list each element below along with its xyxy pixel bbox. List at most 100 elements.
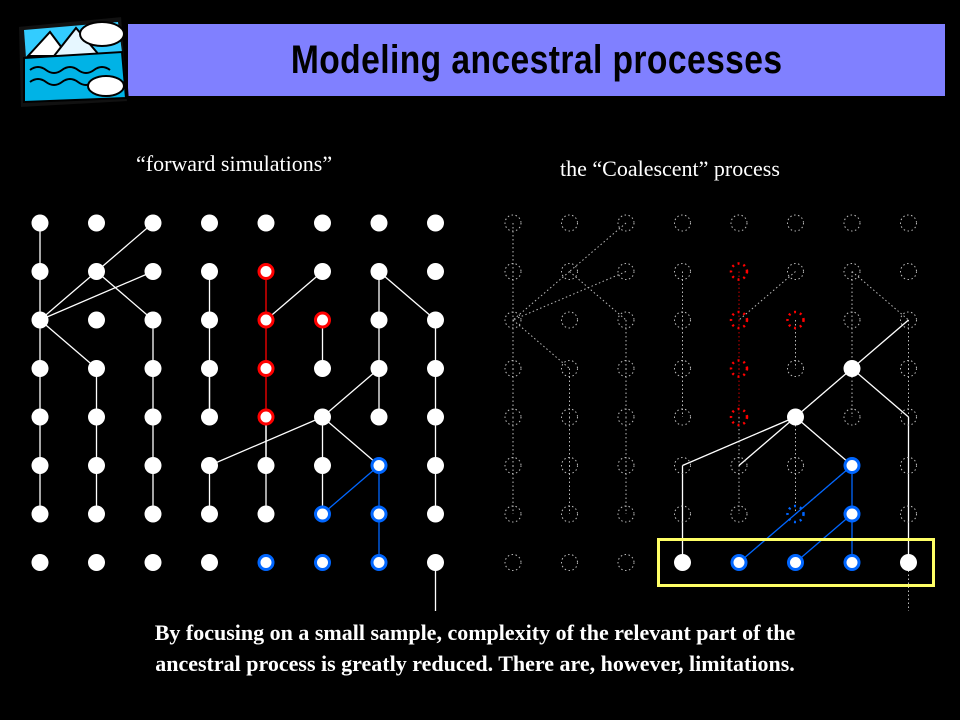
- coalescent-dotted-node: [561, 457, 578, 474]
- forward-node: [201, 214, 218, 232]
- forward-node: [257, 457, 275, 474]
- coalescent-dotted-node: [787, 263, 804, 280]
- blue-lineage-node: [314, 554, 331, 571]
- forward-edge: [322, 465, 380, 515]
- coalescent-dotted-node: [730, 457, 748, 474]
- coalescent-tree-edge: [682, 416, 796, 467]
- coalescent-dotted-node: [561, 311, 578, 329]
- coalescent-dotted-node: [900, 214, 917, 232]
- coalescent-dotted-node: [504, 263, 522, 280]
- coalescent-dotted-node: [504, 360, 522, 377]
- coalescent-dotted-node: [730, 214, 748, 232]
- coalescent-dotted-node: [843, 408, 861, 426]
- forward-node: [201, 457, 218, 474]
- forward-node: [88, 457, 105, 474]
- coalescent-dotted-node: [561, 408, 578, 426]
- forward-node: [31, 214, 49, 232]
- coalescent-caption: the “Coalescent” process: [560, 156, 780, 181]
- forward-node: [257, 214, 275, 232]
- coalescent-dotted-edge: [512, 319, 570, 369]
- forward-edge: [265, 271, 323, 321]
- coalescent-dotted-node: [617, 263, 635, 280]
- coalescent-dotted-edge: [512, 271, 627, 321]
- ghost-lineage-node: [786, 310, 805, 330]
- forward-edge: [39, 319, 97, 369]
- slide-title: Modeling ancestral processes: [290, 37, 783, 82]
- forward-node: [427, 505, 444, 523]
- forward-node: [370, 263, 388, 280]
- forward-node: [370, 360, 388, 377]
- coalescent-dotted-node: [504, 311, 522, 329]
- footer-line-2: ancestral process is greatly reduced. Th…: [155, 651, 795, 676]
- footer-line-1: By focusing on a small sample, complexit…: [154, 620, 796, 645]
- red-lineage-node: [257, 408, 275, 426]
- forward-node: [314, 457, 331, 474]
- forward-node: [314, 408, 331, 426]
- coalescent-dotted-node: [617, 360, 635, 377]
- red-lineage-node: [257, 311, 275, 329]
- footer-text: By focusing on a small sample, complexit…: [40, 617, 910, 679]
- coalescent-dotted-node: [617, 554, 635, 571]
- forward-node: [257, 505, 275, 523]
- ghost-lineage-node: [729, 359, 749, 378]
- blue-lineage-node: [843, 457, 861, 474]
- coalescent-dotted-node: [617, 311, 635, 329]
- coalescent-dotted-node: [843, 311, 861, 329]
- coalescent-dotted-node: [900, 263, 917, 280]
- forward-edge: [96, 271, 154, 321]
- coalescent-dotted-edge: [569, 222, 627, 272]
- red-lineage-node: [257, 360, 275, 377]
- coalescent-dotted-node: [504, 505, 522, 523]
- coalescent-dotted-node: [504, 408, 522, 426]
- forward-node: [144, 408, 162, 426]
- blue-lineage-node: [257, 554, 275, 571]
- coalescent-dotted-node: [843, 263, 861, 280]
- ghost-lineage-node: [729, 310, 749, 330]
- coalescent-dotted-node: [787, 360, 804, 377]
- coalescent-dotted-node: [900, 360, 917, 377]
- coalescent-dotted-node: [900, 505, 917, 523]
- sample-node: [843, 554, 861, 571]
- forward-node: [31, 311, 49, 329]
- coalescent-dotted-node: [504, 554, 522, 571]
- coalescent-tree-edge: [851, 368, 909, 418]
- coalescent-dotted-node: [674, 505, 691, 523]
- coalescent-dotted-node: [674, 457, 691, 474]
- ghost-lineage-node: [786, 504, 805, 524]
- forward-node: [144, 214, 162, 232]
- forward-node: [201, 505, 218, 523]
- coalescent-tree-edge: [795, 416, 853, 466]
- forward-edge: [39, 270, 154, 321]
- forward-node: [201, 554, 218, 571]
- coalescent-dotted-edge: [569, 271, 627, 321]
- forward-node: [31, 554, 49, 571]
- forward-node: [370, 214, 388, 232]
- forward-node: [144, 554, 162, 571]
- forward-simulations-caption: “forward simulations”: [136, 151, 333, 176]
- coalescent-dotted-node: [561, 505, 578, 523]
- forward-node: [201, 311, 218, 329]
- forward-node: [144, 263, 162, 280]
- red-lineage-node: [257, 263, 275, 280]
- coalescent-dotted-node: [561, 214, 578, 232]
- forward-edge: [322, 416, 380, 466]
- coalescent-tree-edge: [795, 368, 853, 418]
- landscape-clip-art-icon: [16, 14, 130, 108]
- forward-node: [427, 263, 444, 280]
- blue-lineage-node: [314, 505, 331, 523]
- coalescent-dotted-node: [561, 360, 578, 377]
- forward-node: [427, 214, 444, 232]
- coalescent-ancestor-node: [900, 554, 917, 571]
- forward-node: [427, 311, 444, 329]
- forward-node: [427, 457, 444, 474]
- coalescent-dotted-node: [617, 214, 635, 232]
- forward-edge: [322, 368, 380, 418]
- coalescent-dotted-node: [561, 263, 578, 280]
- forward-node: [144, 505, 162, 523]
- forward-edge: [378, 271, 436, 321]
- forward-node: [31, 457, 49, 474]
- ghost-lineage-node: [729, 262, 749, 281]
- forward-node: [144, 457, 162, 474]
- forward-node: [144, 360, 162, 377]
